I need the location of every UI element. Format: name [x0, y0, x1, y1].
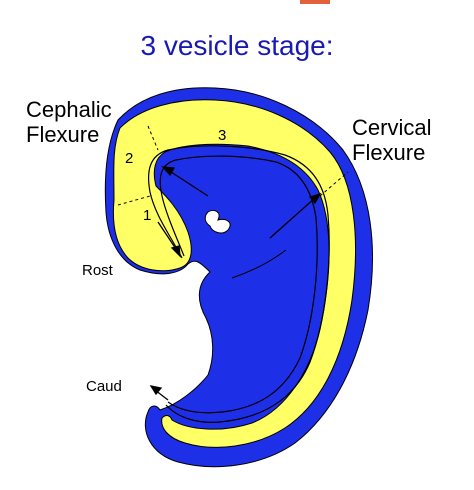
arrow-cephalic	[161, 166, 209, 197]
cropped-title-fragment	[300, 0, 330, 4]
label-rostral: Rost	[82, 262, 113, 279]
arrow-caudal	[149, 385, 169, 401]
label-cervical-line2: Flexure	[352, 140, 426, 166]
label-cervical-flexure: Cervical Flexure	[352, 115, 431, 166]
label-cephalic-flexure: Cephalic Flexure	[26, 97, 112, 148]
diagram-title: 3 vesicle stage:	[140, 30, 334, 61]
label-cephalic-line1: Cephalic	[26, 97, 112, 122]
label-cervical-line1: Cervical	[352, 115, 432, 140]
neural-tube	[112, 99, 356, 448]
arrow-cervical	[269, 192, 322, 239]
arrow-rostral	[157, 221, 181, 258]
heart-line	[231, 249, 287, 279]
label-caudal: Caud	[86, 378, 122, 395]
neural-tube-lumen-inner	[159, 155, 318, 414]
pharyngeal-notch	[204, 209, 231, 234]
neural-tube-lumen	[147, 145, 330, 423]
boundary-line-cervical	[319, 171, 349, 197]
label-vesicle-3: 3	[218, 127, 227, 144]
label-vesicle-1: 1	[143, 207, 152, 224]
boundary-line-cephalic	[147, 125, 159, 151]
label-cephalic-line2: Flexure	[26, 122, 100, 148]
label-vesicle-2: 2	[125, 150, 134, 167]
